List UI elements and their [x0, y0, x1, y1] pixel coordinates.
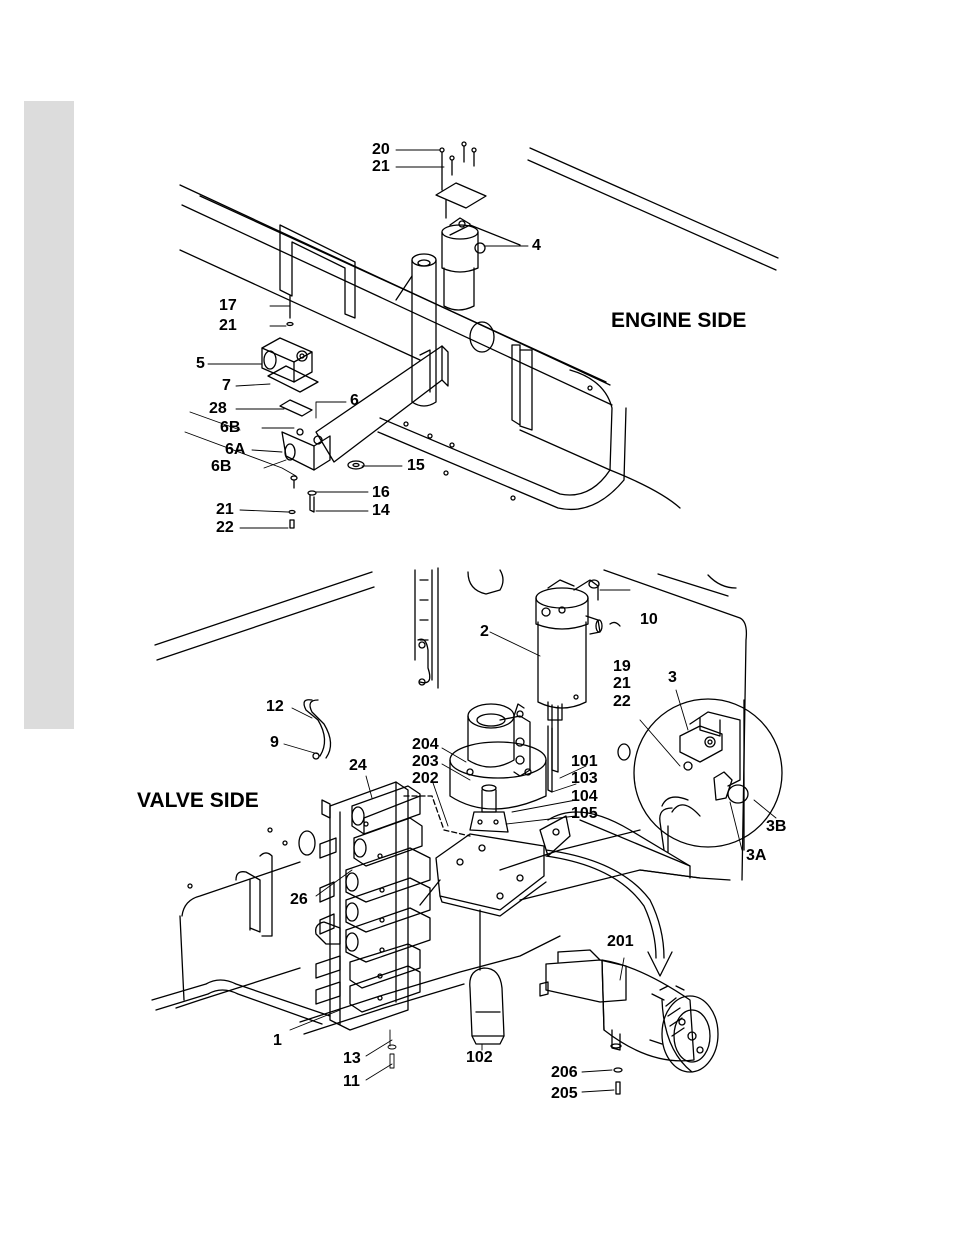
- callout-26: 26: [290, 892, 308, 908]
- callout-16: 16: [372, 485, 390, 501]
- callout-17: 17: [219, 298, 237, 314]
- valve-filter-2: [536, 580, 602, 772]
- callout-105: 105: [571, 806, 598, 822]
- callout-2: 2: [480, 624, 489, 640]
- engine-solenoid-valve-5: [262, 296, 364, 528]
- callout-12: 12: [266, 699, 284, 715]
- callout-11: 11: [343, 1074, 360, 1090]
- callout-102: 102: [466, 1050, 493, 1066]
- callout-14: 14: [372, 503, 390, 519]
- callout-104: 104: [571, 789, 598, 805]
- valve-hose-arrow: [546, 850, 672, 976]
- callout-6b-upper: 6B: [220, 420, 240, 436]
- callout-21-top: 21: [372, 159, 390, 175]
- engine-side-heading: ENGINE SIDE: [611, 310, 746, 332]
- engine-side-bracket: [316, 254, 448, 462]
- callout-19: 19: [613, 659, 631, 675]
- callout-201: 201: [607, 934, 634, 950]
- callout-101: 101: [571, 754, 598, 770]
- valve-stack-1: [316, 782, 430, 1030]
- callout-6a: 6A: [225, 442, 245, 458]
- callout-5: 5: [196, 356, 205, 372]
- callout-103: 103: [571, 771, 598, 787]
- callout-3b: 3B: [766, 819, 786, 835]
- callout-205: 205: [551, 1086, 578, 1102]
- callout-21-a: 21: [219, 318, 237, 334]
- callout-4: 4: [532, 238, 541, 254]
- callout-6: 6: [350, 393, 359, 409]
- callout-15: 15: [407, 458, 425, 474]
- callout-6b-lower: 6B: [211, 459, 231, 475]
- callout-3: 3: [668, 670, 677, 686]
- callout-206: 206: [551, 1065, 578, 1081]
- callout-9: 9: [270, 735, 279, 751]
- callout-24: 24: [349, 758, 367, 774]
- callout-20: 20: [372, 142, 390, 158]
- callout-1: 1: [273, 1033, 282, 1049]
- callout-13: 13: [343, 1051, 361, 1067]
- callout-28: 28: [209, 401, 227, 417]
- callout-21-b: 21: [216, 502, 234, 518]
- engine-leader-lines: [185, 150, 528, 528]
- callout-7: 7: [222, 378, 231, 394]
- callout-3a: 3A: [746, 848, 766, 864]
- callout-203: 203: [412, 754, 439, 770]
- valve-pump-motor: [450, 704, 552, 832]
- valve-cap-102: [470, 968, 504, 1044]
- callout-21-c: 21: [613, 676, 631, 692]
- callout-22-a: 22: [216, 520, 234, 536]
- callout-204: 204: [412, 737, 439, 753]
- callout-22-b: 22: [613, 694, 631, 710]
- callout-10: 10: [640, 612, 658, 628]
- valve-side-heading: VALVE SIDE: [137, 790, 259, 812]
- valve-detail-circle: [634, 699, 782, 852]
- valve-hoses: [304, 700, 688, 850]
- callout-202: 202: [412, 771, 439, 787]
